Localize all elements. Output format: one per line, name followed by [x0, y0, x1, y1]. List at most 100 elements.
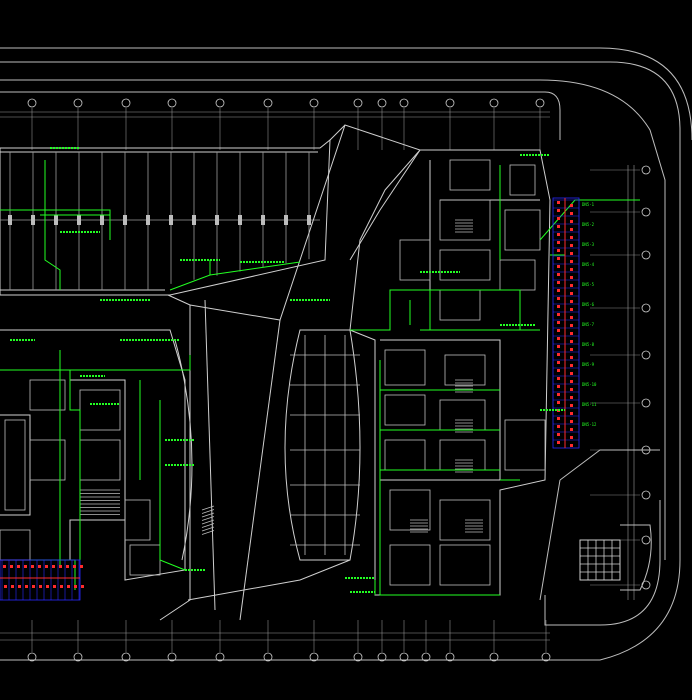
room	[439, 249, 491, 281]
column	[31, 215, 35, 225]
riser-label: DN5·4	[582, 262, 595, 267]
sprinkler-head	[570, 412, 573, 415]
room	[124, 499, 151, 541]
sprinkler-head	[570, 348, 573, 351]
sprinkler-head	[11, 585, 14, 588]
grid-bubble	[353, 98, 363, 108]
sprinkler-head	[570, 276, 573, 279]
room	[439, 289, 481, 321]
stair-tread	[201, 509, 215, 514]
sprinkler-head	[557, 249, 560, 252]
room	[439, 199, 491, 241]
column	[54, 215, 58, 225]
sprinkler-head	[73, 565, 76, 568]
grid-bubble	[215, 652, 225, 662]
sprinkler-head	[18, 585, 21, 588]
column	[192, 215, 196, 225]
sprinkler-head	[570, 292, 573, 295]
sprinkler-head	[557, 401, 560, 404]
sprinkler-head	[570, 212, 573, 215]
sprinkler-head	[557, 345, 560, 348]
grid-bubble	[541, 652, 551, 662]
middle-oval-building	[284, 329, 361, 561]
sprinkler-head	[570, 444, 573, 447]
room	[29, 379, 66, 411]
sprinkler-head	[66, 565, 69, 568]
room	[439, 399, 486, 431]
column	[146, 215, 150, 225]
room	[129, 544, 161, 576]
room	[389, 489, 431, 531]
riser-label: DN5·3	[582, 242, 595, 247]
sprinkler-head	[557, 337, 560, 340]
grid-bubble	[489, 652, 499, 662]
sprinkler-head	[570, 244, 573, 247]
sprinkler-head	[570, 236, 573, 239]
grid-bubble	[641, 165, 651, 175]
sprinkler-strip-right	[552, 197, 580, 449]
sprinkler-head	[52, 565, 55, 568]
room	[439, 499, 491, 541]
sprinkler-head	[557, 321, 560, 324]
sprinkler-frame	[552, 197, 580, 449]
riser-label: DN5·12	[582, 422, 597, 427]
lower-left-building	[0, 329, 186, 581]
grid-bubble	[445, 652, 455, 662]
room	[439, 544, 491, 586]
sprinkler-head	[557, 361, 560, 364]
sprinkler-head	[570, 428, 573, 431]
room	[509, 164, 536, 196]
riser-label: DN5·2	[582, 222, 595, 227]
room	[499, 259, 536, 291]
sprinkler-head	[81, 585, 84, 588]
sprinkler-head	[557, 385, 560, 388]
riser-label: DN5·8	[582, 342, 595, 347]
riser-label: DN5·9	[582, 362, 595, 367]
sprinkler-head	[570, 332, 573, 335]
upper-left-parking-grid	[0, 152, 320, 290]
grid-bubble	[73, 652, 83, 662]
sprinkler-head	[570, 404, 573, 407]
plumbing-network	[0, 160, 640, 596]
riser-label: DN5·11	[582, 402, 597, 407]
room	[79, 439, 121, 481]
sprinkler-head	[557, 305, 560, 308]
grid-bubble	[535, 98, 545, 108]
sprinkler-head	[32, 585, 35, 588]
sprinkler-head	[557, 313, 560, 316]
column	[215, 215, 219, 225]
grid-bubble	[263, 98, 273, 108]
sprinkler-head	[557, 289, 560, 292]
grid-bubble	[27, 98, 37, 108]
sprinkler-head	[557, 433, 560, 436]
grid-bubble	[377, 98, 387, 108]
column	[123, 215, 127, 225]
grid-bubble	[399, 652, 409, 662]
sprinkler-head	[557, 393, 560, 396]
sprinkler-head	[570, 260, 573, 263]
sprinkler-head	[570, 316, 573, 319]
stair-tread	[201, 526, 215, 532]
room	[0, 529, 31, 561]
column	[284, 215, 288, 225]
column	[100, 215, 104, 225]
room	[29, 439, 66, 481]
sprinkler-head	[557, 425, 560, 428]
sprinkler-head	[557, 329, 560, 332]
sprinkler-head	[557, 417, 560, 420]
room	[399, 239, 431, 281]
sprinkler-head	[570, 300, 573, 303]
grid-bubble	[641, 350, 651, 360]
sprinkler-head	[570, 420, 573, 423]
lower-left-rooms	[0, 379, 215, 576]
room	[384, 394, 426, 426]
sprinkler-head	[570, 204, 573, 207]
column	[261, 215, 265, 225]
sprinkler-head	[74, 585, 77, 588]
grid-bubble	[421, 652, 431, 662]
sprinkler-head	[570, 220, 573, 223]
sprinkler-head	[31, 565, 34, 568]
sprinkler-head	[557, 209, 560, 212]
riser-label: DN5·5	[582, 282, 595, 287]
